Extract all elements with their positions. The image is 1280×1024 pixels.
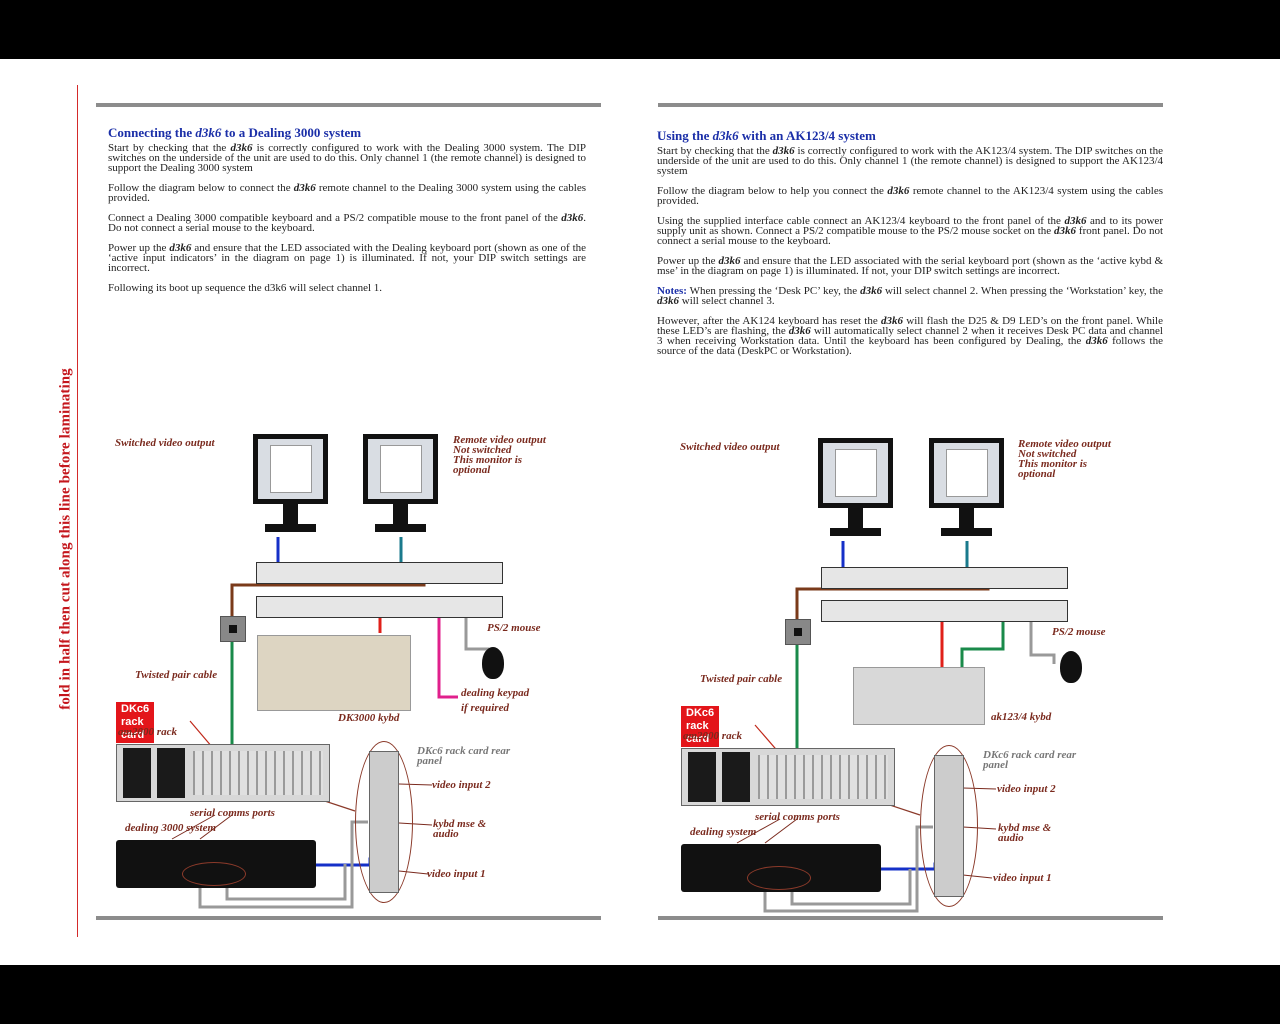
right-rack-label: am2000 rack <box>683 730 742 742</box>
bottom-rule-right <box>658 916 1163 920</box>
right-monitor-remote-icon <box>929 438 1004 538</box>
left-rear-panel-label: DKc6 rack card rear panel <box>417 745 511 767</box>
left-keypad-label: dealing keypad if required <box>461 687 530 714</box>
left-rack-label: am2000 rack <box>118 726 177 738</box>
left-am2000-rack-icon <box>116 744 330 802</box>
right-paragraph-4: Power up the d3k6 and ensure that the LE… <box>657 255 1164 277</box>
left-monitor-switched-icon <box>253 434 328 534</box>
left-keyboard-label: DK3000 kybd <box>338 712 400 724</box>
top-rule-left <box>96 103 601 107</box>
right-switched-video-label: Switched video output <box>680 441 780 453</box>
right-ps2-mouse-icon <box>1060 651 1082 683</box>
left-kybd-mse-label: kybd mse & audio <box>433 818 487 840</box>
left-section: Connecting the d3k6 to a Dealing 3000 sy… <box>108 126 586 303</box>
left-video-input-2-label: video input 2 <box>432 779 491 791</box>
left-monitor-remote-icon <box>363 434 438 534</box>
left-video-input-1-label: video input 1 <box>427 868 486 880</box>
right-video-input-2-label: video input 2 <box>997 783 1056 795</box>
left-serial-ports-label: serial comms ports <box>190 807 275 819</box>
right-video-input-1-label: video input 1 <box>993 872 1052 884</box>
right-am2000-rack-icon <box>681 748 895 806</box>
right-d3k6-front-unit <box>821 600 1068 622</box>
left-rear-panel-highlight <box>355 741 413 903</box>
right-rear-panel-icon <box>934 755 964 897</box>
right-rack-card-badge: DKc6 rack card <box>681 706 720 747</box>
right-title: Using the d3k6 with an AK123/4 system <box>657 128 876 143</box>
left-d3k6-rear-unit <box>256 562 503 584</box>
left-rear-panel-icon <box>369 751 399 893</box>
left-serial-ports-highlight <box>182 862 246 886</box>
left-d3k6-front-unit <box>256 596 503 618</box>
left-paragraph-1: Start by checking that the d3k6 is corre… <box>108 142 586 174</box>
bottom-rule-left <box>96 916 601 920</box>
right-rear-panel-label: DKc6 rack card rear panel <box>983 749 1077 771</box>
right-paragraph-3: Using the supplied interface cable conne… <box>657 215 1163 247</box>
left-balun-connector-icon <box>220 616 246 642</box>
right-balun-connector-icon <box>785 619 811 645</box>
right-d3k6-rear-unit <box>821 567 1068 589</box>
right-section: Using the d3k6 with an AK123/4 system St… <box>657 129 1163 366</box>
left-paragraph-2: Follow the diagram below to connect the … <box>108 182 586 204</box>
left-paragraph-3: Connect a Dealing 3000 compatible keyboa… <box>108 212 586 234</box>
left-remote-video-label: Remote video output Not switched This mo… <box>453 434 546 476</box>
left-ps2-mouse-icon <box>482 647 504 679</box>
right-paragraph-5: However, after the AK124 keyboard has re… <box>657 315 1163 357</box>
right-serial-ports-highlight <box>747 866 811 890</box>
right-paragraph-1: Start by checking that the d3k6 is corre… <box>657 145 1163 177</box>
left-switched-video-label: Switched video output <box>115 437 215 449</box>
left-paragraph-4: Power up the d3k6 and ensure that the LE… <box>108 242 587 274</box>
left-dk3000-keyboard-icon <box>257 635 411 711</box>
left-ps2-mouse-label: PS/2 mouse <box>487 622 541 634</box>
right-twisted-pair-label: Twisted pair cable <box>700 673 783 685</box>
right-dealing-system-label: dealing system <box>690 826 757 838</box>
right-notes: Notes: When pressing the ‘Desk PC’ key, … <box>657 285 1163 307</box>
right-keyboard-label: ak123/4 kybd <box>991 711 1052 723</box>
right-monitor-switched-icon <box>818 438 893 538</box>
right-paragraph-2: Follow the diagram below to help you con… <box>657 185 1163 207</box>
right-ps2-mouse-label: PS/2 mouse <box>1052 626 1106 638</box>
left-twisted-pair-label: Twisted pair cable <box>135 669 218 681</box>
top-rule-right <box>658 103 1163 107</box>
right-ak123-keyboard-icon <box>853 667 985 725</box>
fold-line <box>77 85 78 937</box>
right-kybd-mse-label: kybd mse & audio <box>998 822 1052 844</box>
left-title: Connecting the d3k6 to a Dealing 3000 sy… <box>108 125 362 140</box>
right-remote-video-label: Remote video output Not switched This mo… <box>1018 438 1111 480</box>
right-serial-ports-label: serial comms ports <box>755 811 840 823</box>
left-rack-card-badge: DKc6 rack card <box>116 702 155 743</box>
left-dealing-system-label: dealing 3000 system <box>125 822 217 834</box>
right-rear-panel-highlight <box>920 745 978 907</box>
right-cables <box>736 541 1056 913</box>
left-paragraph-5: Following its boot up sequence the d3k6 … <box>108 282 383 294</box>
manual-page: fold in half then cut along this line be… <box>0 59 1280 965</box>
